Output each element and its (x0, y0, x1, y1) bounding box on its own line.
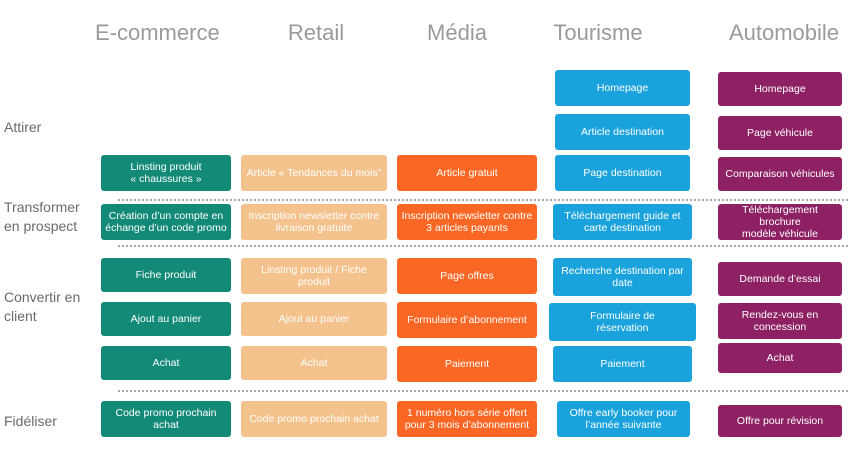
retail-article-box: Article « Tendances du mois" (241, 155, 387, 191)
media-formulaire-box: Formulaire d’abonnement (397, 302, 537, 338)
tourisme-offre-box: Offre early booker pour l’année suivante (557, 401, 690, 437)
media-offres-box: Page offres (397, 258, 537, 294)
automobile-comparaison-box: Comparaison véhicules (718, 157, 842, 191)
media-article-box: Article gratuit (397, 155, 537, 191)
header-retail: Retail (287, 20, 345, 45)
tourisme-homepage-box: Homepage (555, 70, 690, 106)
media-paiement-box: Paiement (397, 346, 537, 382)
retail-achat-box: Achat (241, 346, 387, 380)
ecommerce-compte-box: Création d’un compte en échange d’un cod… (101, 204, 231, 240)
automobile-achat-box: Achat (718, 343, 842, 373)
row-label-attirer: Attirer (4, 119, 42, 135)
tourisme-article-box: Article destination (555, 114, 690, 150)
tourisme-paiement-box: Paiement (553, 346, 692, 382)
retail-listing-box: Linsting produit / Fiche produit (241, 258, 387, 294)
header-media: Média (427, 20, 487, 45)
automobile-essai-box: Demande d’essai (718, 262, 842, 296)
tourisme-page-box: Page destination (555, 155, 690, 191)
ecommerce-achat-box: Achat (101, 346, 231, 380)
row-label-fideliser: Fidéliser (4, 413, 57, 429)
automobile-revision-box: Offre pour révision (718, 405, 842, 437)
retail-promo-box: Code promo prochain achat (241, 401, 387, 437)
retail-newsletter-box: Inscription newsletter contre livraison … (241, 204, 387, 240)
divider-2 (118, 245, 848, 247)
tourisme-recherche-box: Recherche destination par date (553, 258, 692, 296)
divider-3 (118, 390, 848, 392)
automobile-vehicule-box: Page véhicule (718, 116, 842, 150)
automobile-concession-box: Rendez-vous en concession (718, 303, 842, 339)
automobile-homepage-box: Homepage (718, 72, 842, 106)
ecommerce-fiche-box: Fiche produit (101, 258, 231, 292)
automobile-brochure-box: Téléchargement brochure modèle véhicule (718, 204, 842, 240)
row-label-convertir: Convertir en client (4, 289, 81, 324)
tourisme-guide-box: Téléchargement guide et carte destinatio… (553, 204, 692, 240)
ecommerce-panier-box: Ajout au panier (101, 302, 231, 336)
ecommerce-promo-box: Code promo prochain achat (101, 401, 231, 437)
header-ecommerce: E-commerce (95, 20, 220, 45)
retail-panier-box: Ajout au panier (241, 302, 387, 336)
tourisme-formulaire-box: Formulaire de réservation (549, 303, 696, 341)
header-automobile: Automobile (728, 20, 840, 45)
media-newsletter-box: Inscription newsletter contre 3 articles… (397, 204, 537, 240)
media-hors-serie-box: 1 numéro hors série offert pour 3 mois d… (397, 401, 537, 437)
ecommerce-listing-box: Linsting produit « chaussures » (101, 155, 231, 191)
row-label-transformer: Transformer en prospect (4, 199, 80, 234)
header-tourisme: Tourisme (553, 20, 643, 45)
divider-1 (118, 199, 848, 201)
